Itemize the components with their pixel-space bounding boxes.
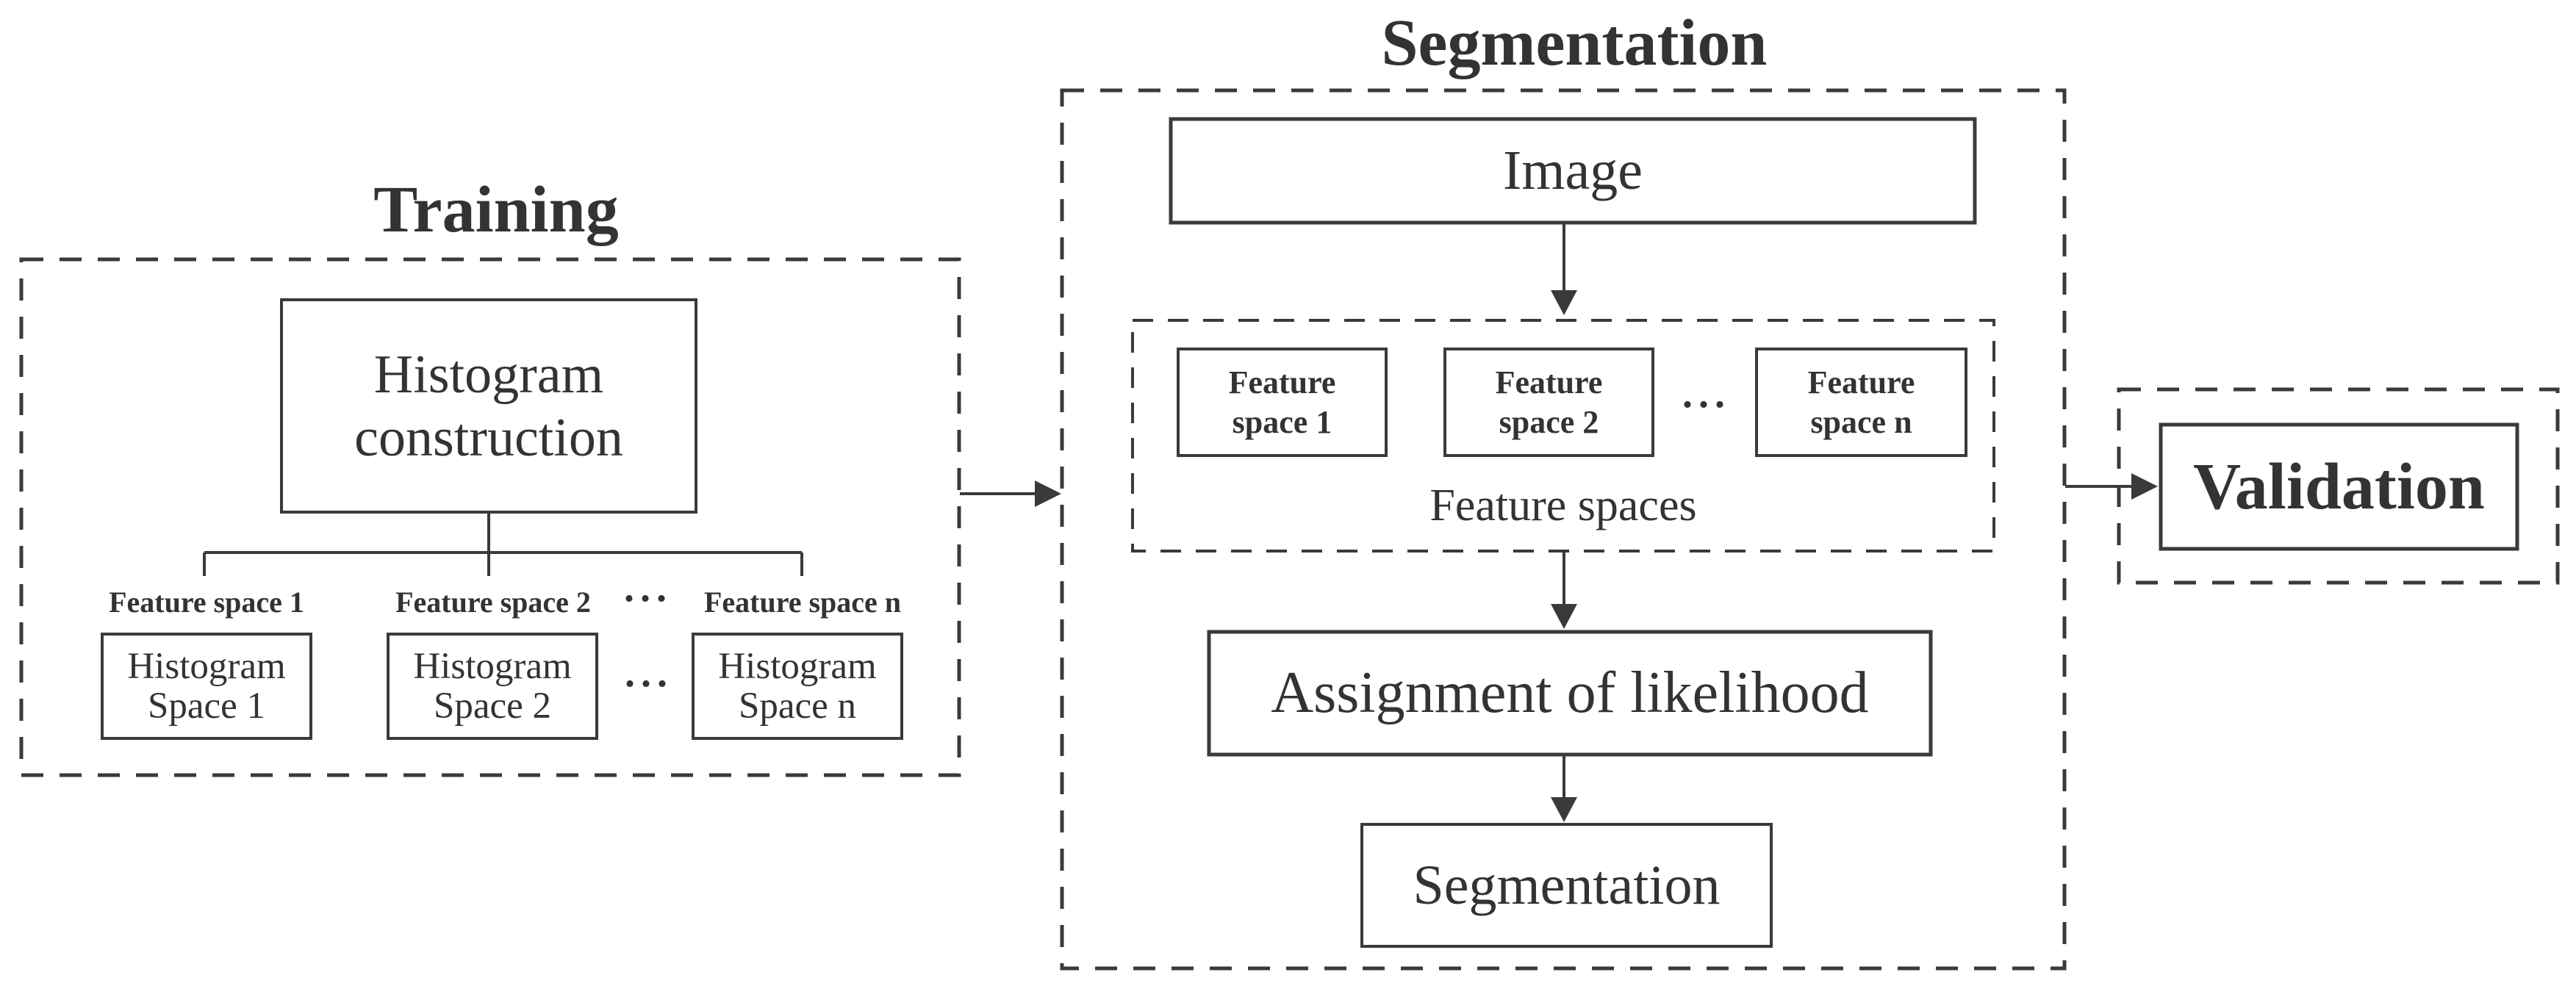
image-box <box>1169 117 1977 225</box>
validation-box <box>2159 422 2519 551</box>
histogram-space-1-line1: Histogram <box>127 646 286 687</box>
histogram-space-n-box <box>692 633 903 740</box>
seg-feature-space-n-line2: space n <box>1810 403 1912 440</box>
histogram-space-1-label: Histogram Space 1 <box>102 634 311 738</box>
histogram-space-2-label: Histogram Space 2 <box>388 634 597 738</box>
histogram-space-2-box <box>387 633 598 740</box>
seg-feature-space-1-line2: space 1 <box>1232 403 1332 440</box>
training-section-title: Training <box>373 173 619 246</box>
segmentation-section-outline <box>1060 88 2067 971</box>
feature-spaces-group-outline <box>1131 319 1995 553</box>
seg-feature-space-2-line1: Feature <box>1495 364 1603 400</box>
arrow-segmentation-to-validation-head <box>2131 473 2158 500</box>
histogram-construction-line2: construction <box>354 407 623 468</box>
assignment-box <box>1207 630 1933 757</box>
training-labels-ellipsis: ... <box>624 565 672 611</box>
seg-feature-space-1-line1: Feature <box>1228 364 1336 400</box>
segmentation-box-label: Segmentation <box>1413 854 1721 916</box>
image-label: Image <box>1503 140 1643 201</box>
histogram-branch-connector <box>203 512 803 576</box>
arrow-features-to-assignment-head <box>1551 604 1577 629</box>
feature-space-1-box <box>1177 348 1388 457</box>
seg-feature-space-n-label: Feature space n <box>1757 349 1966 456</box>
histogram-space-n-line2: Space n <box>738 685 857 727</box>
seg-feature-space-n-line1: Feature <box>1807 364 1915 400</box>
segmentation-box <box>1360 823 1773 948</box>
histogram-construction-label: Histogram construction <box>281 300 696 512</box>
histogram-space-2-line1: Histogram <box>413 646 572 687</box>
validation-label: Validation <box>2193 450 2485 523</box>
seg-boxes-ellipsis: ... <box>1682 371 1731 417</box>
training-boxes-ellipsis: ... <box>625 650 673 696</box>
histogram-construction-line1: Histogram <box>373 344 604 405</box>
arrow-training-to-segmentation-head <box>1035 481 1061 507</box>
arrow-assignment-to-segmentation-head <box>1551 797 1577 822</box>
feature-space-n-box <box>1755 348 1967 457</box>
histogram-space-n-line1: Histogram <box>718 646 877 687</box>
assignment-label: Assignment of likelihood <box>1271 661 1869 725</box>
feature-spaces-caption: Feature spaces <box>1429 481 1697 530</box>
feature-space-2-label: Feature space 2 <box>395 586 591 619</box>
seg-feature-space-1-label: Feature space 1 <box>1178 349 1386 456</box>
feature-space-1-label: Feature space 1 <box>109 586 304 619</box>
histogram-space-1-box <box>101 633 312 740</box>
arrow-image-to-features-head <box>1551 290 1577 315</box>
histogram-space-1-line2: Space 1 <box>147 685 266 727</box>
seg-feature-space-2-line2: space 2 <box>1499 403 1599 440</box>
histogram-space-n-label: Histogram Space n <box>693 634 902 738</box>
segmentation-section-title: Segmentation <box>1381 6 1768 79</box>
histogram-space-2-line2: Space 2 <box>433 685 552 727</box>
feature-space-n-label: Feature space n <box>703 586 902 619</box>
feature-space-2-box <box>1443 348 1654 457</box>
seg-feature-space-2-label: Feature space 2 <box>1445 349 1653 456</box>
training-section-outline <box>19 257 961 777</box>
